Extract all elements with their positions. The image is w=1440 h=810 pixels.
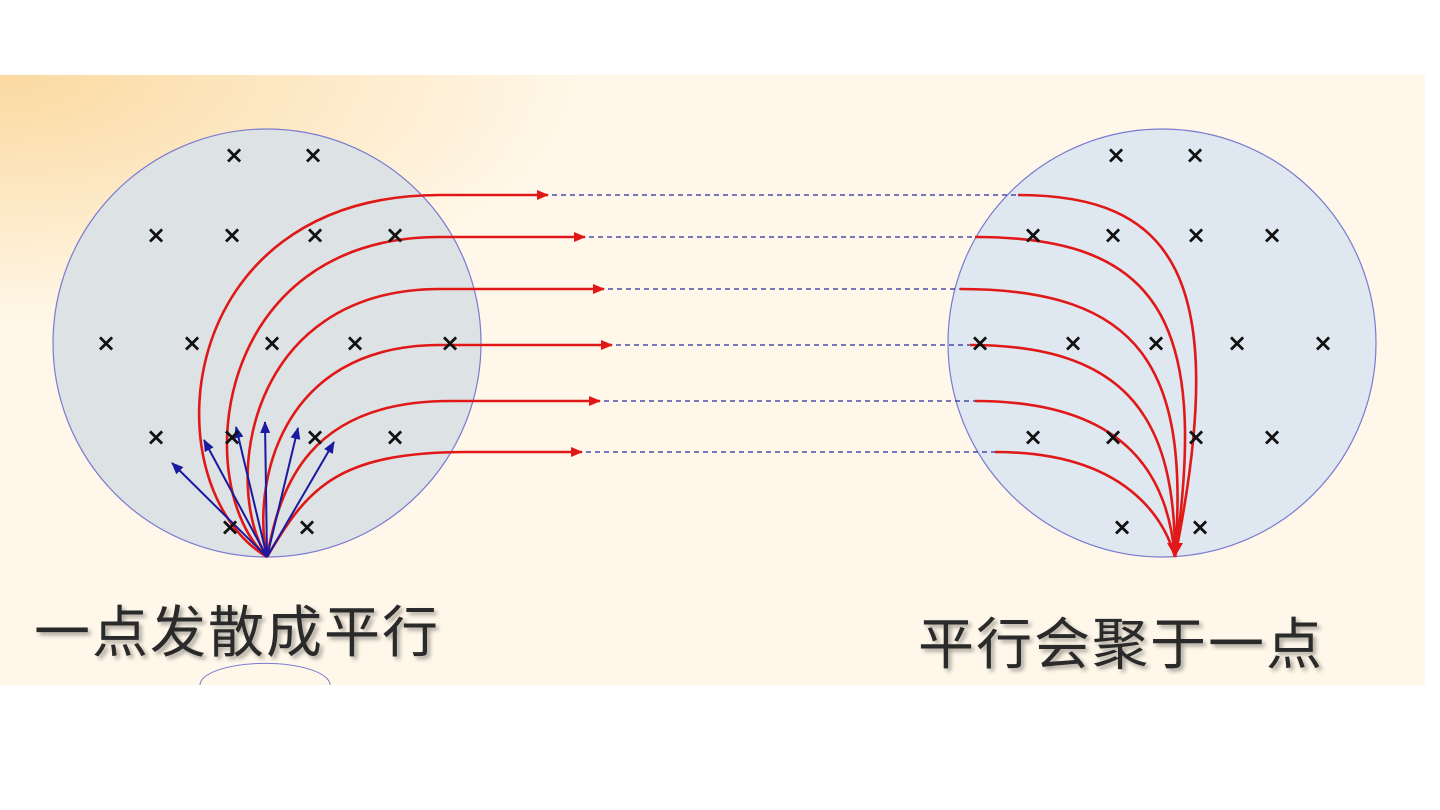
- field-mark-7: ×: [96, 329, 116, 357]
- trajectory-diverging-3: [246, 284, 605, 558]
- trajectory-converging-5: [974, 399, 1177, 558]
- field-mark-13: ×: [222, 423, 242, 451]
- velocity-arrow-1: [171, 462, 268, 558]
- field-mark-18: ×: [1106, 141, 1126, 169]
- field-mark-10: ×: [345, 329, 365, 357]
- field-mark-4: ×: [222, 221, 242, 249]
- partial-field-region: [199, 662, 331, 686]
- field-mark-30: ×: [1103, 423, 1123, 451]
- converging-trajectories: [959, 193, 1198, 558]
- field-mark-24: ×: [970, 329, 990, 357]
- field-mark-34: ×: [1190, 513, 1210, 541]
- field-mark-14: ×: [305, 423, 325, 451]
- caption-diverge: 一点发散成平行: [34, 601, 440, 666]
- velocity-arrow-6: [266, 441, 335, 558]
- field-mark-32: ×: [1262, 423, 1282, 451]
- velocity-arrow-4: [260, 421, 271, 558]
- trajectory-converging-4: [969, 343, 1177, 558]
- field-mark-3: ×: [146, 221, 166, 249]
- magnetic-field-region-right: [947, 128, 1377, 558]
- field-mark-11: ×: [440, 329, 460, 357]
- trajectory-converging-2: [974, 235, 1187, 558]
- field-mark-23: ×: [1262, 221, 1282, 249]
- field-mark-27: ×: [1227, 329, 1247, 357]
- field-mark-29: ×: [1023, 423, 1043, 451]
- trajectory-diverging-2: [225, 232, 586, 558]
- convergence-point: [1167, 543, 1183, 557]
- field-mark-31: ×: [1186, 423, 1206, 451]
- dashed-guide-lines: [552, 194, 1018, 453]
- trajectory-diverging-4: [262, 340, 613, 558]
- field-mark-8: ×: [182, 329, 202, 357]
- field-mark-5: ×: [305, 221, 325, 249]
- field-mark-17: ×: [297, 513, 317, 541]
- field-mark-25: ×: [1063, 329, 1083, 357]
- caption-converge: 平行会聚于一点: [918, 613, 1324, 678]
- field-mark-21: ×: [1103, 221, 1123, 249]
- velocity-arrow-5: [266, 427, 301, 558]
- field-mark-20: ×: [1023, 221, 1043, 249]
- field-mark-9: ×: [262, 329, 282, 357]
- field-mark-12: ×: [146, 423, 166, 451]
- trajectory-converging-1: [1017, 193, 1198, 558]
- field-mark-28: ×: [1313, 329, 1333, 357]
- trajectory-converging-3: [959, 287, 1179, 558]
- initial-velocity-arrows: [171, 421, 335, 558]
- field-mark-2: ×: [303, 141, 323, 169]
- field-mark-1: ×: [224, 141, 244, 169]
- field-mark-33: ×: [1112, 513, 1132, 541]
- velocity-arrow-3: [233, 426, 268, 558]
- field-mark-22: ×: [1186, 221, 1206, 249]
- field-into-page-marks: × × × × × × × × × × × × × × × × × × × × × × × × × × × × × × × × × ×: [96, 141, 1333, 541]
- trajectory-diverging-1: [197, 190, 549, 559]
- field-mark-26: ×: [1146, 329, 1166, 357]
- velocity-arrow-2: [203, 439, 268, 558]
- field-mark-19: ×: [1185, 141, 1205, 169]
- field-mark-15: ×: [385, 423, 405, 451]
- field-mark-6: ×: [385, 221, 405, 249]
- field-mark-16: ×: [220, 513, 240, 541]
